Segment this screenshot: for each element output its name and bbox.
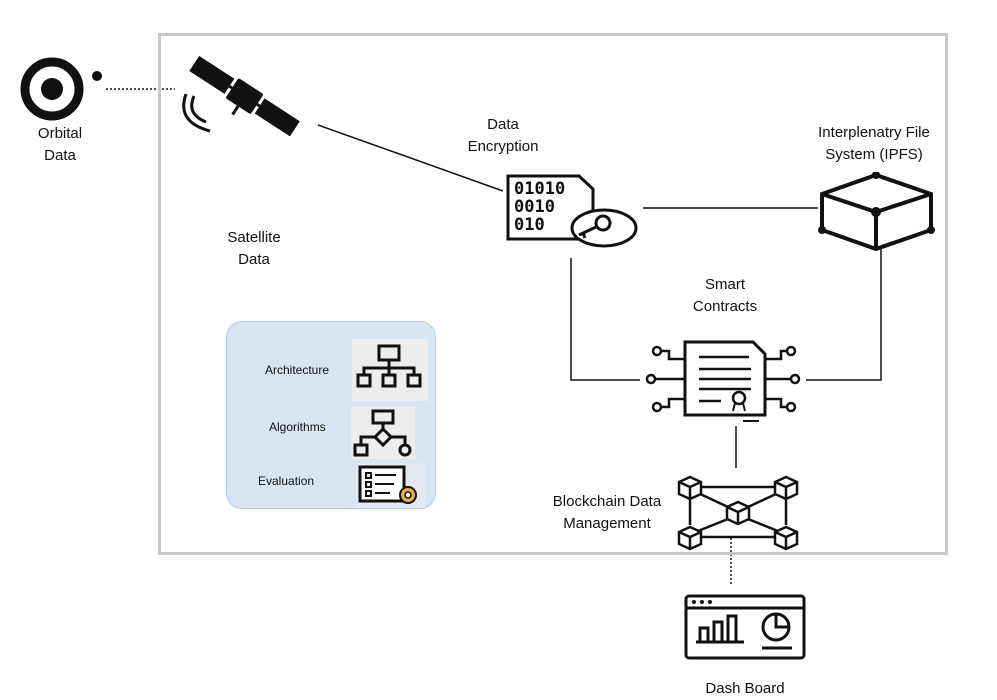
document-key-icon [506,174,638,248]
blockchain-network-icon [677,475,799,551]
satellite-icon [182,56,300,137]
dashboard-icon [684,594,806,660]
cube-icon [818,172,935,252]
binary-digits: 01010 0010 010 [514,179,566,235]
contract-document-icon [645,340,801,422]
architecture-label: Architecture [265,363,330,377]
satellite-encryption-link [317,124,504,192]
evaluation-label: Evaluation [258,474,315,488]
ipfs-contracts-link [806,249,882,381]
dashboard-label: Dash Board [705,680,785,697]
orbital-target-icon [20,57,102,121]
checklist-gear-icon [356,463,426,507]
flowchart-icon [351,407,415,459]
info-panel: Architecture Algorithms Evaluation [226,321,436,509]
encryption-contracts-link [570,258,640,381]
hierarchy-icon [352,339,428,401]
encryption-icon: 01010 0010 010 [505,173,640,248]
system-frame [158,33,948,555]
algorithms-label: Algorithms [269,420,326,434]
